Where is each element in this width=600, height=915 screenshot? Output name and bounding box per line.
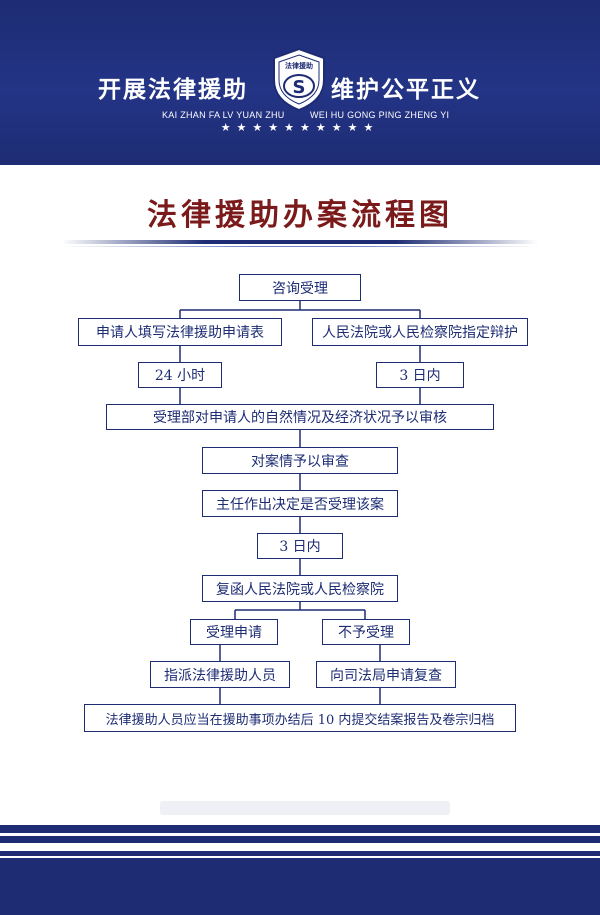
legal-aid-badge-icon: 法律援助 S [273,47,325,112]
pinyin-right: WEI HU GONG PING ZHENG YI [310,110,450,120]
flow-node-24-hours: 24 小时 [138,362,222,388]
footer-stripe-top [0,833,600,836]
flow-node-reply-court: 复函人民法院或人民检察院 [202,575,398,602]
flow-node-archive: 法律援助人员应当在援助事项办结后 10 内提交结案报告及卷宗归档 [84,704,516,732]
flow-node-review-status: 受理部对申请人的自然情况及经济状况予以审核 [106,404,494,430]
flow-node-assign-staff: 指派法律援助人员 [150,661,290,688]
flow-node-3-days-b: 3 日内 [257,533,343,559]
page-title: 法律援助办案流程图 [147,198,453,233]
slogan-left: 开展法律援助 [98,77,248,103]
title-divider [62,240,538,244]
star-row: ★★★★★★★★★★ [220,121,380,134]
flow-node-review-case: 对案情予以审查 [202,447,398,474]
badge-label: 法律援助 [285,61,313,70]
header-banner: 开展法律援助 法律援助 S 维护公平正义 KAI ZHAN FA LV YUAN… [0,0,600,165]
footer-stripe-mid [0,843,600,851]
title-divider-thin [62,246,538,247]
faint-watermark-text [160,801,450,815]
flow-node-apply: 申请人填写法律援助申请表 [78,318,282,346]
badge-mark: S [293,77,306,98]
slogan-right: 维护公平正义 [331,77,481,103]
flow-node-3-days-a: 3 日内 [376,362,464,388]
footer-stripe-bottom [0,856,600,858]
flow-node-appeal: 向司法局申请复查 [316,661,456,688]
flow-node-reject: 不予受理 [322,619,410,645]
flow-node-court-assign: 人民法院或人民检察院指定辩护 [312,318,528,346]
footer-band [0,825,600,915]
flow-node-consult: 咨询受理 [239,274,361,301]
flow-node-director-decision: 主任作出决定是否受理该案 [202,490,398,517]
flow-node-accept: 受理申请 [190,619,278,645]
pinyin-left: KAI ZHAN FA LV YUAN ZHU [162,110,285,120]
